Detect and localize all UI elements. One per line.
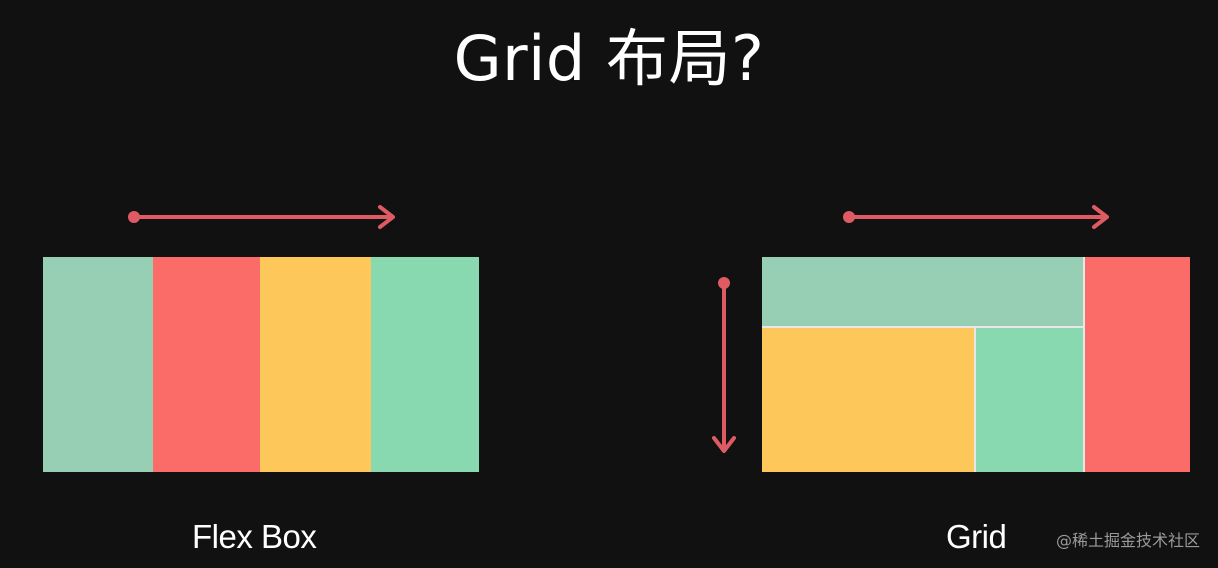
flex-arrow-head: [378, 205, 395, 229]
grid-arrow-head: [1092, 205, 1109, 229]
grid-arrow-start-dot: [843, 211, 855, 223]
grid-vertical-arrow-head: [712, 436, 736, 453]
grid-horizontal-arrow: [843, 205, 1109, 229]
page-title: Grid 布局?: [453, 22, 765, 95]
flex-horizontal-arrow: [128, 205, 395, 229]
grid-cell-right-tall: [1085, 257, 1190, 472]
flex-box-diagram: [43, 257, 479, 472]
grid-label: Grid: [946, 518, 1007, 555]
grid-vertical-arrow-start-dot: [718, 277, 730, 289]
flex-cell-3: [260, 257, 371, 472]
flex-cell-4: [371, 257, 479, 472]
grid-diagram: [762, 257, 1190, 472]
grid-cell-bottom-middle: [976, 328, 1083, 472]
flex-arrow-start-dot: [128, 211, 140, 223]
grid-cell-bottom-left: [762, 328, 974, 472]
grid-cell-top-wide: [762, 257, 1083, 326]
grid-vertical-arrow: [712, 277, 736, 453]
flex-cell-1: [43, 257, 153, 472]
flex-box-label: Flex Box: [192, 518, 317, 555]
watermark: @稀土掘金技术社区: [1055, 531, 1200, 550]
flex-cell-2: [153, 257, 260, 472]
